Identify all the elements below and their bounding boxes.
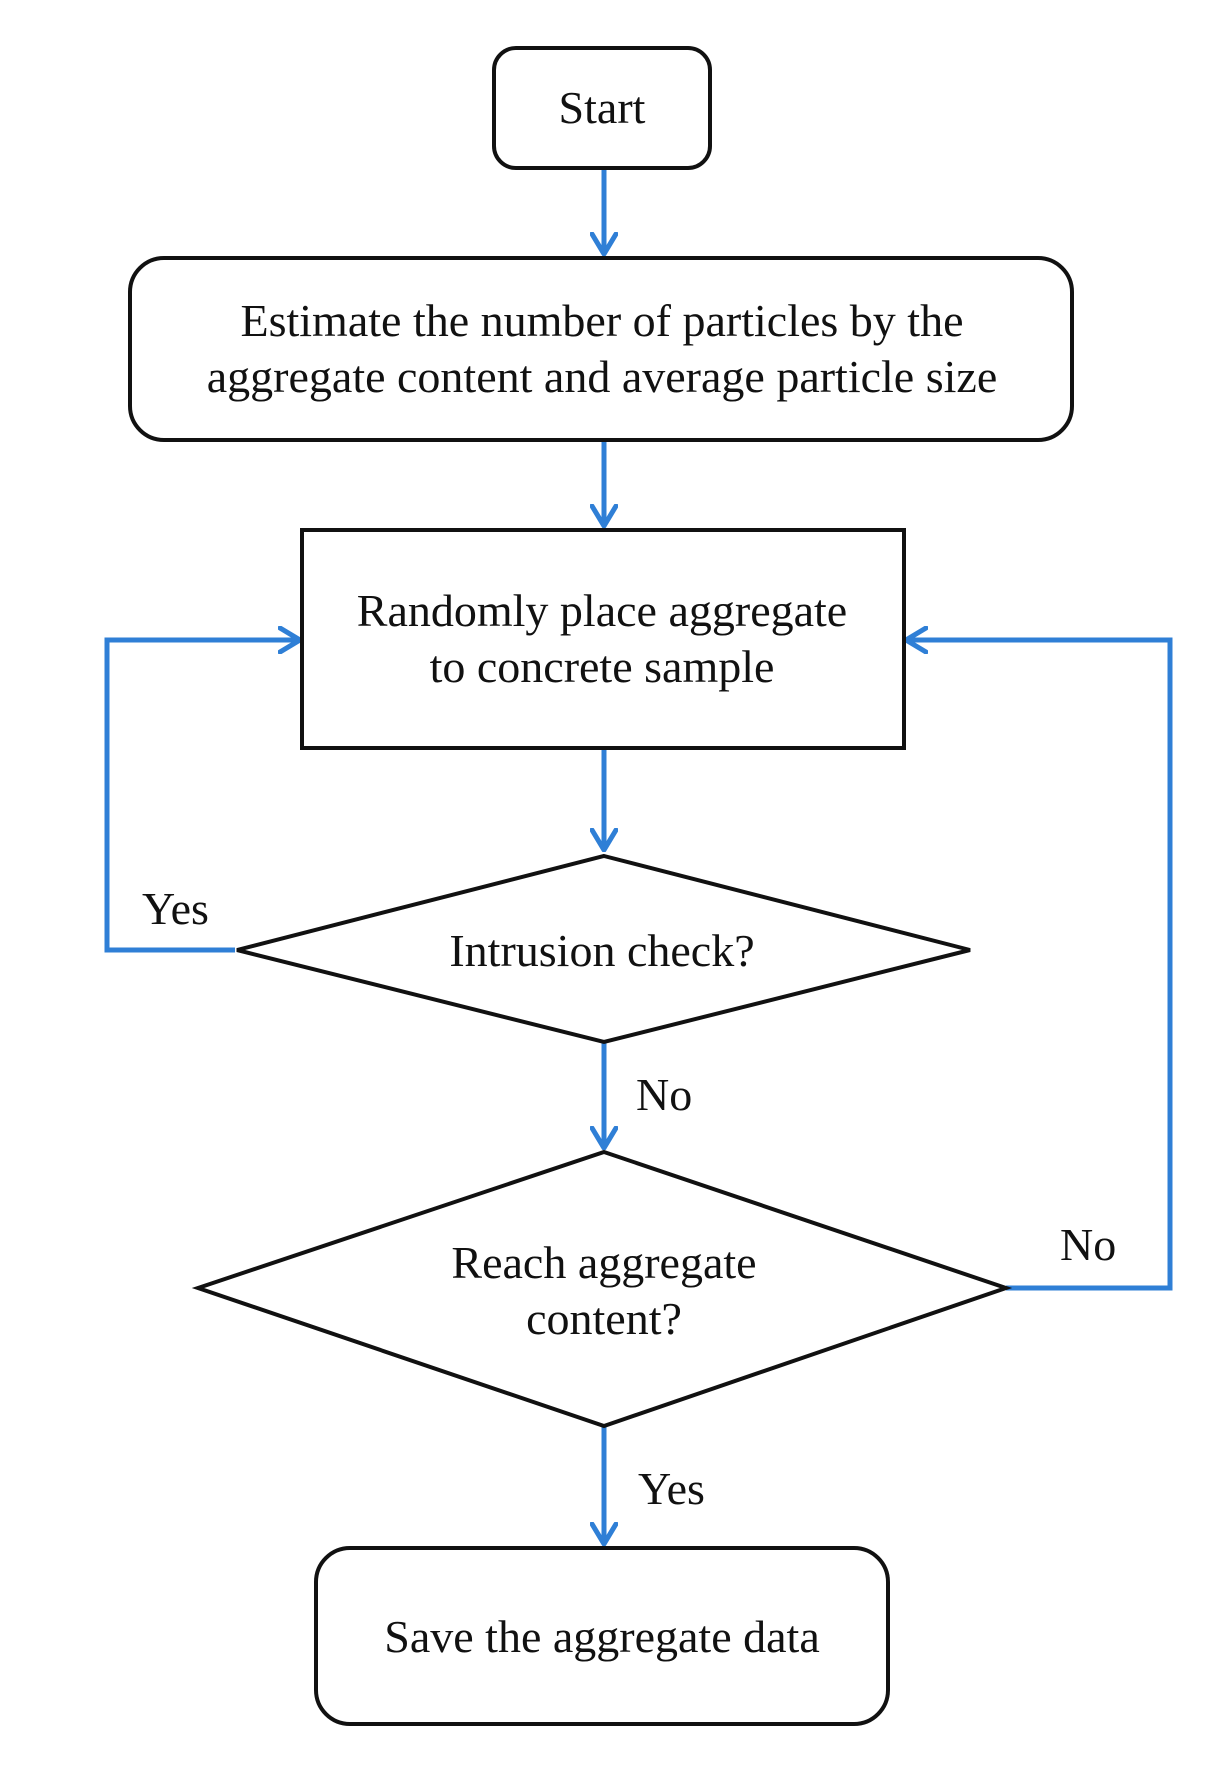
intrusion-node-shape [236,853,971,1045]
start-node: Start [492,46,712,170]
estimate-node-shape [128,256,1074,442]
place-node-shape [300,528,906,750]
intrusion-node: Intrusion check? [236,853,971,1045]
reach-yes-label: Yes [638,1463,705,1514]
intrusion-no-label: No [636,1069,692,1120]
edge-intrusion-yes-loop [104,640,300,953]
reach-node: Reach aggregate content? [191,1149,1013,1429]
reach-node-shape [191,1149,1013,1429]
save-node: Save the aggregate data [314,1546,890,1726]
estimate-node-line-2: aggregate content and average particle s… [207,351,998,402]
save-node-label: Save the aggregate data [384,1611,820,1662]
place-node: Randomly place aggregate to concrete sam… [300,528,906,750]
intrusion-yes-label: Yes [142,883,209,934]
save-node-shape [314,1546,890,1726]
reach-node-line-2: content? [526,1293,682,1344]
edge-reach-no-loop [906,640,1173,1291]
place-node-line-1: Randomly place aggregate [357,585,847,636]
estimate-node: Estimate the number of particles by the … [128,256,1074,442]
reach-no-label: No [1060,1219,1116,1270]
reach-node-line-1: Reach aggregate [451,1237,756,1288]
connectors [104,168,1173,1544]
estimate-node-line-1: Estimate the number of particles by the [241,295,964,346]
start-node-shape [492,46,712,170]
start-node-label: Start [559,82,646,133]
place-node-line-2: to concrete sample [430,641,775,692]
intrusion-node-label: Intrusion check? [449,925,754,976]
